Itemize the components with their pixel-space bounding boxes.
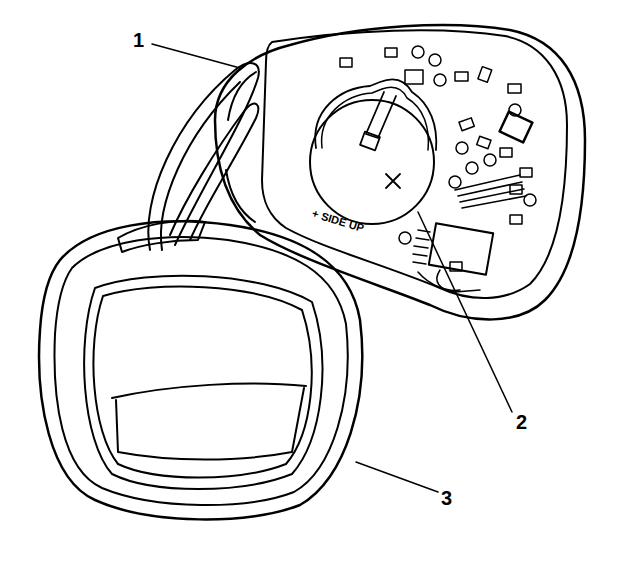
leader-lines bbox=[152, 44, 512, 492]
callout-number: 2 bbox=[516, 412, 527, 432]
transmitter-housing bbox=[215, 25, 585, 319]
leader-line bbox=[356, 462, 438, 492]
leader-line bbox=[152, 44, 240, 68]
polarity-marking: + SIDE UP bbox=[311, 208, 365, 234]
leader-line bbox=[418, 212, 512, 412]
coin-battery bbox=[310, 79, 436, 224]
transmitter-cover bbox=[39, 221, 362, 520]
callout-number: 3 bbox=[441, 488, 452, 508]
callout-number: 1 bbox=[133, 30, 144, 50]
